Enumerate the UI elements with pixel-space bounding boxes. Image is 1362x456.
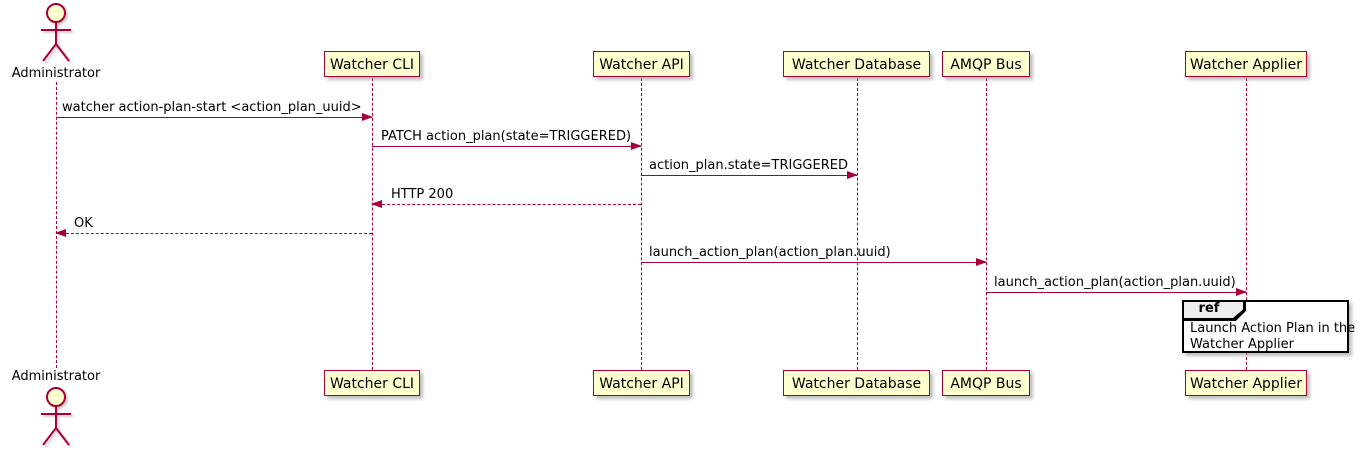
actor-label-top: Administrator	[11, 66, 101, 81]
participant-watcher-cli-top: Watcher CLI	[324, 51, 420, 77]
ref-text-line-2: Watcher Applier	[1190, 337, 1294, 352]
participant-watcher-api-bottom: Watcher API	[593, 370, 690, 396]
message-5-arrow	[55, 229, 372, 237]
message-4-label: HTTP 200	[391, 187, 454, 202]
arrowhead-right-icon	[631, 142, 642, 150]
participant-watcher-api-top: Watcher API	[593, 51, 690, 77]
actor-label-bottom: Administrator	[11, 369, 101, 384]
ref-tab: ref	[1182, 300, 1246, 321]
message-3-arrow	[641, 171, 858, 179]
lifeline-watcher-database	[857, 78, 858, 370]
message-7-label: launch_action_plan(action_plan.uuid)	[994, 275, 1236, 290]
participant-watcher-database-bottom: Watcher Database	[783, 370, 930, 396]
ref-keyword: ref	[1198, 301, 1220, 316]
message-2-label: PATCH action_plan(state=TRIGGERED)	[381, 129, 632, 144]
arrowhead-right-icon	[976, 258, 987, 266]
message-5-label: OK	[74, 216, 93, 231]
message-7-arrow	[986, 288, 1247, 296]
message-6-label: launch_action_plan(action_plan.uuid)	[649, 245, 891, 260]
participant-watcher-database-top: Watcher Database	[783, 51, 930, 77]
lifeline-watcher-cli	[372, 78, 373, 370]
lifeline-watcher-applier	[1246, 78, 1247, 370]
participant-watcher-applier-bottom: Watcher Applier	[1185, 370, 1307, 396]
participant-amqp-bus-bottom: AMQP Bus	[942, 370, 1030, 396]
participant-amqp-bus-top: AMQP Bus	[942, 51, 1030, 77]
actor-icon-top	[41, 3, 71, 62]
arrowhead-left-icon	[371, 200, 382, 208]
message-3-label: action_plan.state=TRIGGERED	[649, 158, 848, 173]
message-1-arrow	[56, 113, 373, 121]
lifeline-watcher-api	[641, 78, 642, 370]
participant-watcher-cli-bottom: Watcher CLI	[324, 370, 420, 396]
arrowhead-right-icon	[847, 171, 858, 179]
ref-fragment: ref Launch Action Plan in the Watcher Ap…	[1182, 300, 1355, 353]
participant-watcher-applier-top: Watcher Applier	[1185, 51, 1307, 77]
lifeline-administrator	[56, 82, 57, 368]
arrowhead-right-icon	[1236, 288, 1247, 296]
arrowhead-right-icon	[362, 113, 373, 121]
message-2-arrow	[372, 142, 642, 150]
lifeline-amqp-bus	[986, 78, 987, 370]
ref-text: Launch Action Plan in the Watcher Applie…	[1190, 321, 1355, 353]
ref-text-line-1: Launch Action Plan in the	[1190, 321, 1356, 336]
actor-icon-bottom	[41, 387, 71, 446]
message-6-arrow	[641, 258, 987, 266]
arrowhead-left-icon	[55, 229, 66, 237]
message-1-label: watcher action-plan-start <action_plan_u…	[62, 100, 362, 115]
message-4-arrow	[371, 200, 641, 208]
